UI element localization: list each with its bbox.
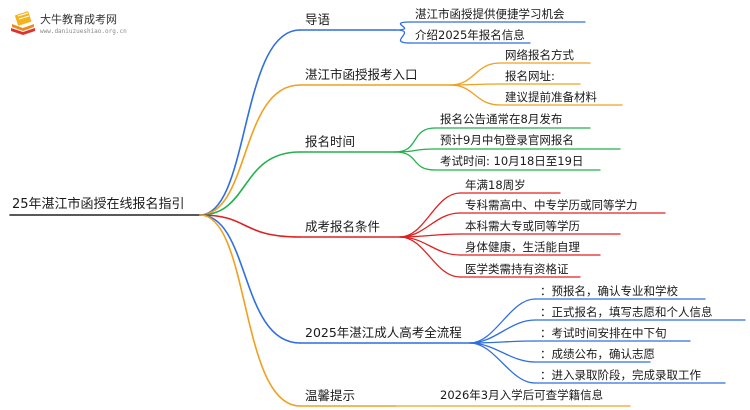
logo-url: www.daniuzueshiao.org.cn [40,28,127,35]
branch-process: 2025年湛江成人高考全流程 [305,325,462,340]
leaf-intro-1: 湛江市函授提供便捷学习机会 [415,7,565,21]
leaf-entrance-1: 网络报名方式 [505,48,574,62]
leaf-req-5: 医学类需持有资格证 [465,262,569,276]
leaf-req-3: 本科需大专或同等学历 [465,219,580,233]
branch-requirements: 成考报名条件 [305,219,381,234]
leaf-intro-2: 介绍2025年报名信息 [415,28,525,42]
root-node: 25年湛江市函授在线报名指引 [12,197,185,212]
leaf-req-2: 专科需高中、中专学历或同等学力 [465,198,638,212]
book-logo-icon [11,11,35,35]
leaf-tips-1: 2026年3月入学后可查学籍信息 [440,388,604,402]
branch-entrance: 湛江市函授报考入口 [305,67,418,82]
leaf-req-1: 年满18周岁 [465,178,526,192]
leaf-entrance-2: 报名网址: [505,69,555,83]
leaf-req-4: 身体健康，生活能自理 [465,240,580,254]
branch-intro: 导语 [305,12,331,27]
leaf-schedule-1: 报名公告通常在8月发布 [440,112,563,126]
leaf-process-3: ：考试时间安排在中下旬 [540,326,667,340]
leaf-entrance-3: 建议提前准备材料 [505,90,597,104]
leaf-process-1: ：预报名，确认专业和学校 [540,284,678,298]
branch-tips: 温馨提示 [305,388,356,403]
site-logo[interactable]: 大牛教育成考网 www.daniuzueshiao.org.cn [8,8,148,42]
leaf-process-2: ：正式报名，填写志愿和个人信息 [540,305,713,319]
leaf-schedule-3: 考试时间: 10月18日至19日 [440,154,584,168]
leaf-schedule-2: 预计9月中旬登录官网报名 [440,133,574,147]
leaf-process-5: ：进入录取阶段，完成录取工作 [540,368,701,382]
leaf-process-4: ：成绩公布，确认志愿 [540,347,655,361]
logo-title: 大牛教育成考网 [40,13,117,26]
branch-schedule: 报名时间 [305,134,356,149]
